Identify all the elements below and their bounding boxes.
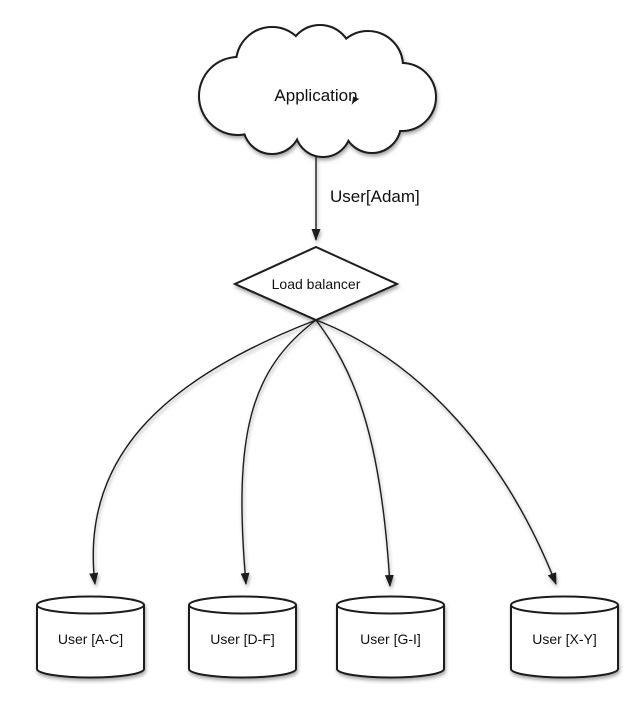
cylinder-body [188,605,297,679]
shard-a-c-label: User [A-C] [58,631,123,647]
shard-g-i-cylinder-node [336,595,445,679]
cylinder-top [336,595,445,615]
application-label: Application [274,86,357,105]
load-balancer-label: Load balancer [272,276,361,292]
application-cloud-node [198,24,437,158]
diagram-shapes [36,24,619,679]
shard-d-f-cylinder-node [188,595,297,679]
edge-user-adam-label: User[Adam] [330,187,420,206]
edge-load-balancer-to-shard-x-y [315,319,557,585]
edge-load-balancer-to-shard-d-f [240,319,317,585]
cloud-fill [200,26,435,156]
shard-x-y-label: User [X-Y] [532,631,597,647]
cylinder-top [188,595,297,615]
cylinder-body [36,605,145,679]
shard-d-f-label: User [D-F] [210,631,275,647]
shard-a-c-cylinder-node [36,595,145,679]
shard-g-i-label: User [G-I] [360,631,421,647]
edge-load-balancer-to-shard-a-c [89,319,317,585]
load-balancer-diamond-node [232,245,400,322]
diagram-labels: Application User[Adam] Load balancer Use… [58,86,597,647]
shard-x-y-cylinder-node [510,595,619,679]
cylinder-body [336,605,445,679]
cylinder-top [36,595,145,615]
cylinder-body [510,605,619,679]
cylinder-top [510,595,619,615]
edge-load-balancer-to-shard-g-i [315,319,394,587]
